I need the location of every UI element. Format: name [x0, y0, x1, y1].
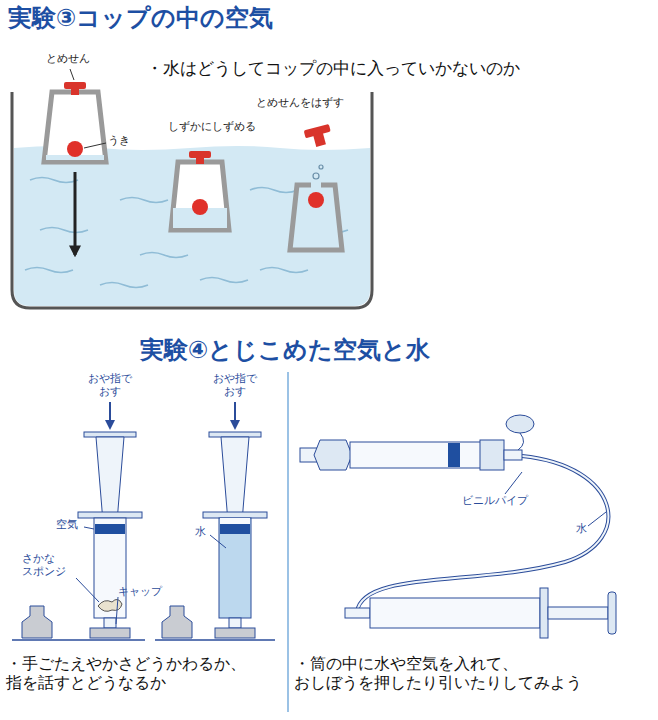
- plunger-rod: [548, 607, 608, 619]
- cap-tether: [518, 433, 524, 450]
- instruction-label: おや指で おす: [84, 372, 136, 398]
- barrel-flange: [540, 588, 548, 638]
- piston: [220, 524, 250, 534]
- instruction-note: ・手ごたえやかさどうかわるか、 指を話すとどうなるか: [6, 654, 282, 692]
- fish-sponge: [98, 599, 122, 611]
- cup: [290, 185, 342, 250]
- stopper: [71, 88, 79, 95]
- part-label: 水: [576, 522, 587, 535]
- piston: [448, 443, 460, 467]
- vinyl-tube: [357, 456, 608, 612]
- leader-line: [588, 512, 606, 526]
- part-label: 空気: [56, 518, 78, 531]
- base-line: [155, 639, 275, 641]
- piston: [95, 524, 125, 534]
- stopper: [304, 124, 334, 149]
- nozzle: [229, 618, 241, 628]
- title: 実験③コップの中の空気: [8, 4, 273, 33]
- leader-line: [116, 597, 118, 624]
- barrel-water: [219, 518, 251, 618]
- cap: [506, 415, 534, 433]
- spare-cap: [162, 606, 192, 638]
- cup: [171, 162, 229, 230]
- leader-line: [84, 143, 106, 148]
- nozzle: [345, 608, 370, 618]
- section-heading: 実験④とじこめた空気と水: [140, 336, 430, 365]
- question-note: ・水はどうしてコップの中に入っていかないのか: [146, 58, 520, 78]
- vinyl-tube: [357, 456, 608, 612]
- nozzle: [104, 618, 116, 628]
- leader-line: [70, 69, 74, 80]
- float-ball: [67, 141, 83, 157]
- step-label: とめせんをはずす: [256, 96, 344, 109]
- part-label: キャップ: [118, 585, 162, 598]
- leader-line: [76, 578, 99, 602]
- barrel-flange: [203, 512, 267, 518]
- press-arrow: [109, 402, 111, 428]
- leader-line: [84, 527, 94, 529]
- barrel-nut: [314, 440, 352, 470]
- plunger-flange: [608, 592, 616, 634]
- barrel: [370, 598, 540, 628]
- cap: [215, 628, 255, 638]
- barrel: [350, 442, 500, 468]
- press-arrow: [234, 402, 236, 428]
- base-line: [12, 639, 145, 641]
- barrel: [94, 518, 126, 618]
- tank: [12, 92, 372, 308]
- cap: [90, 628, 130, 638]
- leader-line: [505, 472, 522, 494]
- float-ball: [192, 199, 208, 215]
- barrel-end: [480, 440, 504, 470]
- barrel-flange: [78, 512, 142, 518]
- spare-cap: [22, 606, 52, 638]
- stopper: [64, 82, 86, 89]
- plunger-flange: [209, 432, 261, 437]
- cup: [44, 92, 106, 162]
- float-ball: [308, 192, 324, 208]
- divider: [287, 372, 289, 712]
- part-label: うき: [108, 134, 130, 147]
- plunger-rod: [96, 437, 124, 522]
- water: [14, 146, 370, 306]
- part-label: 水: [195, 525, 206, 538]
- instruction-note: ・筒の中に水や空気を入れて、 おしぼうを押したり引いたりしてみよう: [294, 654, 649, 692]
- nozzle: [504, 450, 522, 460]
- part-label: ビニルパイプ: [462, 494, 528, 507]
- instruction-label: おや指で おす: [209, 372, 261, 398]
- stopper: [189, 151, 211, 158]
- part-label: さかな スポンジ: [22, 552, 78, 578]
- part-label: とめせん: [46, 52, 90, 65]
- bubble: [319, 165, 323, 169]
- bubble: [313, 173, 319, 179]
- leader-line: [210, 535, 226, 548]
- plunger-rod: [221, 437, 249, 522]
- open-hole: [311, 181, 321, 189]
- sink-arrow: [74, 172, 77, 255]
- step-label: しずかにしずめる: [168, 120, 256, 133]
- plunger-flange: [84, 432, 136, 437]
- barrel-top: [220, 518, 250, 534]
- stopper: [196, 157, 204, 164]
